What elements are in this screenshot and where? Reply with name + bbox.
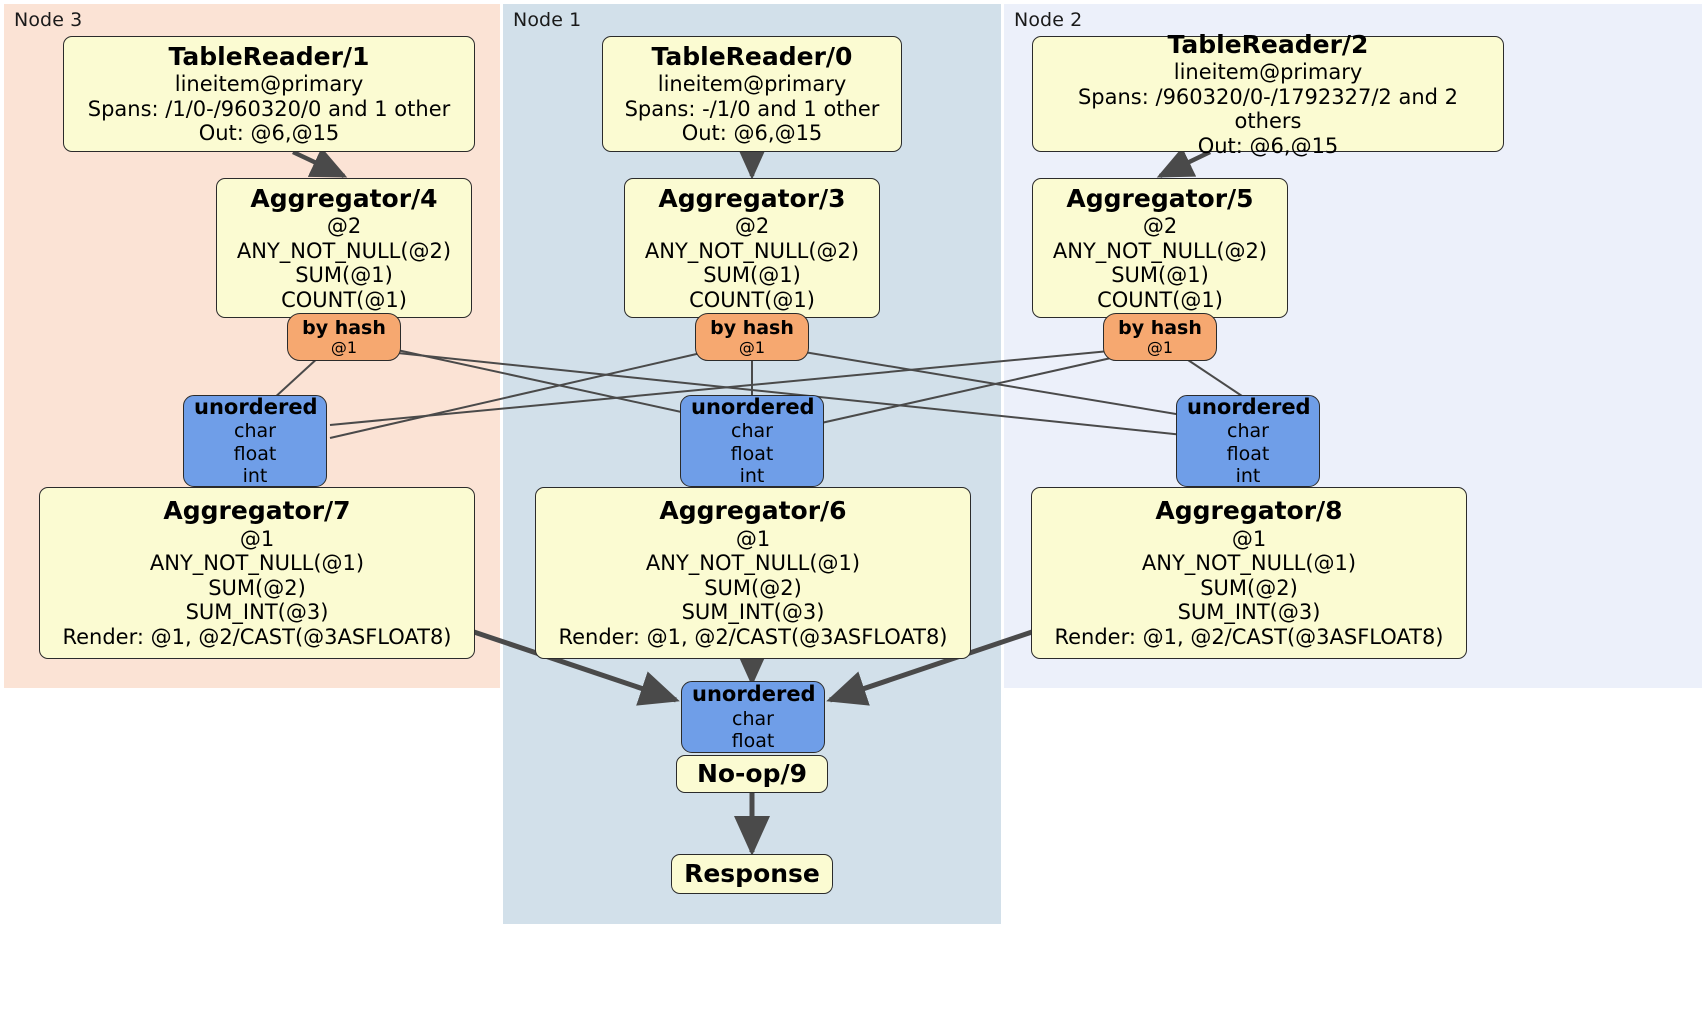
processor-table-reader-0[interactable]: TableReader/0 lineitem@primary Spans: -/… (602, 36, 902, 152)
router-unordered-final[interactable]: unordered char float (681, 681, 825, 753)
router-title: unordered (194, 394, 318, 419)
processor-line: Render: @1, @2/CAST(@3ASFLOAT8) (62, 624, 452, 649)
router-unordered-right[interactable]: unordered char float int (1176, 395, 1320, 487)
processor-aggregator-5[interactable]: Aggregator/5 @2 ANY_NOT_NULL(@2) SUM(@1)… (1032, 178, 1288, 318)
processor-line: SUM(@1) (1111, 263, 1209, 288)
processor-title: Aggregator/7 (163, 496, 351, 526)
processor-line: @1 (735, 526, 771, 551)
processor-table-reader-2[interactable]: TableReader/2 lineitem@primary Spans: /9… (1032, 30, 1504, 158)
processor-line: @1 (239, 526, 275, 551)
processor-line: lineitem@primary (657, 72, 847, 97)
processor-line: Out: @6,@15 (1197, 133, 1339, 158)
router-line: float (233, 442, 277, 465)
output-line: @1 (1146, 337, 1174, 357)
output-by-hash-right[interactable]: by hash @1 (1103, 313, 1217, 361)
processor-line: ANY_NOT_NULL(@1) (1141, 551, 1357, 576)
processor-line: @1 (1231, 526, 1267, 551)
output-title: by hash (710, 316, 794, 339)
processor-line: lineitem@primary (174, 72, 364, 97)
output-title: by hash (1118, 316, 1202, 339)
node-panel-label-node2: Node 2 (1014, 9, 1083, 31)
node-panel-label-node1: Node 1 (513, 9, 582, 31)
processor-line: @2 (1142, 214, 1178, 238)
router-line: char (731, 420, 773, 443)
processor-title: Aggregator/4 (250, 183, 438, 213)
processor-aggregator-7[interactable]: Aggregator/7 @1 ANY_NOT_NULL(@1) SUM(@2)… (39, 487, 475, 659)
processor-line: Out: @6,@15 (198, 121, 340, 146)
processor-line: Out: @6,@15 (681, 121, 823, 146)
processor-line: Spans: /1/0-/960320/0 and 1 other (87, 96, 451, 121)
processor-line: Spans: /960320/0-/1792327/2 and 2 others (1077, 84, 1459, 134)
router-title: unordered (692, 682, 816, 706)
node-panel-label-node3: Node 3 (14, 9, 83, 31)
router-line: char (1227, 420, 1269, 443)
output-by-hash-center[interactable]: by hash @1 (695, 313, 809, 361)
router-line: int (1235, 464, 1261, 487)
router-line: float (731, 729, 775, 752)
router-line: float (730, 442, 774, 465)
processor-line: lineitem@primary (1173, 60, 1363, 84)
router-line: float (1226, 442, 1270, 465)
processor-title: TableReader/0 (651, 42, 853, 72)
processor-line: Render: @1, @2/CAST(@3ASFLOAT8) (558, 624, 948, 649)
processor-line: ANY_NOT_NULL(@1) (149, 551, 365, 576)
processor-title: Aggregator/3 (658, 183, 846, 213)
processor-line: ANY_NOT_NULL(@2) (1052, 238, 1268, 263)
processor-title: TableReader/1 (168, 42, 370, 72)
router-line: char (234, 420, 276, 443)
processor-line: ANY_NOT_NULL(@1) (645, 551, 861, 576)
processor-no-op-9[interactable]: No-op/9 (676, 755, 828, 793)
output-line: @1 (330, 337, 358, 357)
processor-line: SUM(@2) (208, 575, 306, 600)
processor-title: Aggregator/6 (659, 496, 847, 526)
processor-title: Aggregator/5 (1066, 183, 1254, 213)
output-line: @1 (738, 337, 766, 357)
processor-line: ANY_NOT_NULL(@2) (236, 238, 452, 263)
processor-line: SUM_INT(@3) (681, 600, 825, 625)
processor-line: SUM(@2) (704, 575, 802, 600)
processor-line: Spans: -/1/0 and 1 other (624, 96, 880, 121)
router-title: unordered (1187, 394, 1311, 419)
processor-line: @2 (734, 214, 770, 238)
router-line: char (732, 707, 774, 730)
processor-table-reader-1[interactable]: TableReader/1 lineitem@primary Spans: /1… (63, 36, 475, 152)
processor-title: Response (684, 859, 820, 889)
processor-line: COUNT(@1) (1097, 287, 1223, 312)
processor-line: COUNT(@1) (689, 287, 815, 312)
processor-line: SUM_INT(@3) (185, 600, 329, 625)
processor-title: TableReader/2 (1167, 29, 1369, 59)
processor-line: SUM(@1) (703, 263, 801, 288)
router-title: unordered (691, 394, 815, 419)
output-title: by hash (302, 316, 386, 339)
router-line: int (739, 464, 765, 487)
processor-response[interactable]: Response (671, 854, 833, 894)
processor-title: No-op/9 (696, 759, 808, 789)
processor-aggregator-3[interactable]: Aggregator/3 @2 ANY_NOT_NULL(@2) SUM(@1)… (624, 178, 880, 318)
processor-title: Aggregator/8 (1155, 496, 1343, 526)
router-unordered-left[interactable]: unordered char float int (183, 395, 327, 487)
processor-aggregator-8[interactable]: Aggregator/8 @1 ANY_NOT_NULL(@1) SUM(@2)… (1031, 487, 1467, 659)
router-line: int (242, 464, 268, 487)
processor-line: SUM(@1) (295, 263, 393, 288)
processor-line: Render: @1, @2/CAST(@3ASFLOAT8) (1054, 624, 1444, 649)
processor-line: COUNT(@1) (281, 287, 407, 312)
processor-aggregator-4[interactable]: Aggregator/4 @2 ANY_NOT_NULL(@2) SUM(@1)… (216, 178, 472, 318)
processor-aggregator-6[interactable]: Aggregator/6 @1 ANY_NOT_NULL(@1) SUM(@2)… (535, 487, 971, 659)
router-unordered-center[interactable]: unordered char float int (680, 395, 824, 487)
processor-line: ANY_NOT_NULL(@2) (644, 238, 860, 263)
processor-line: @2 (326, 214, 362, 238)
processor-line: SUM_INT(@3) (1177, 600, 1321, 625)
output-by-hash-left[interactable]: by hash @1 (287, 313, 401, 361)
processor-line: SUM(@2) (1200, 575, 1298, 600)
